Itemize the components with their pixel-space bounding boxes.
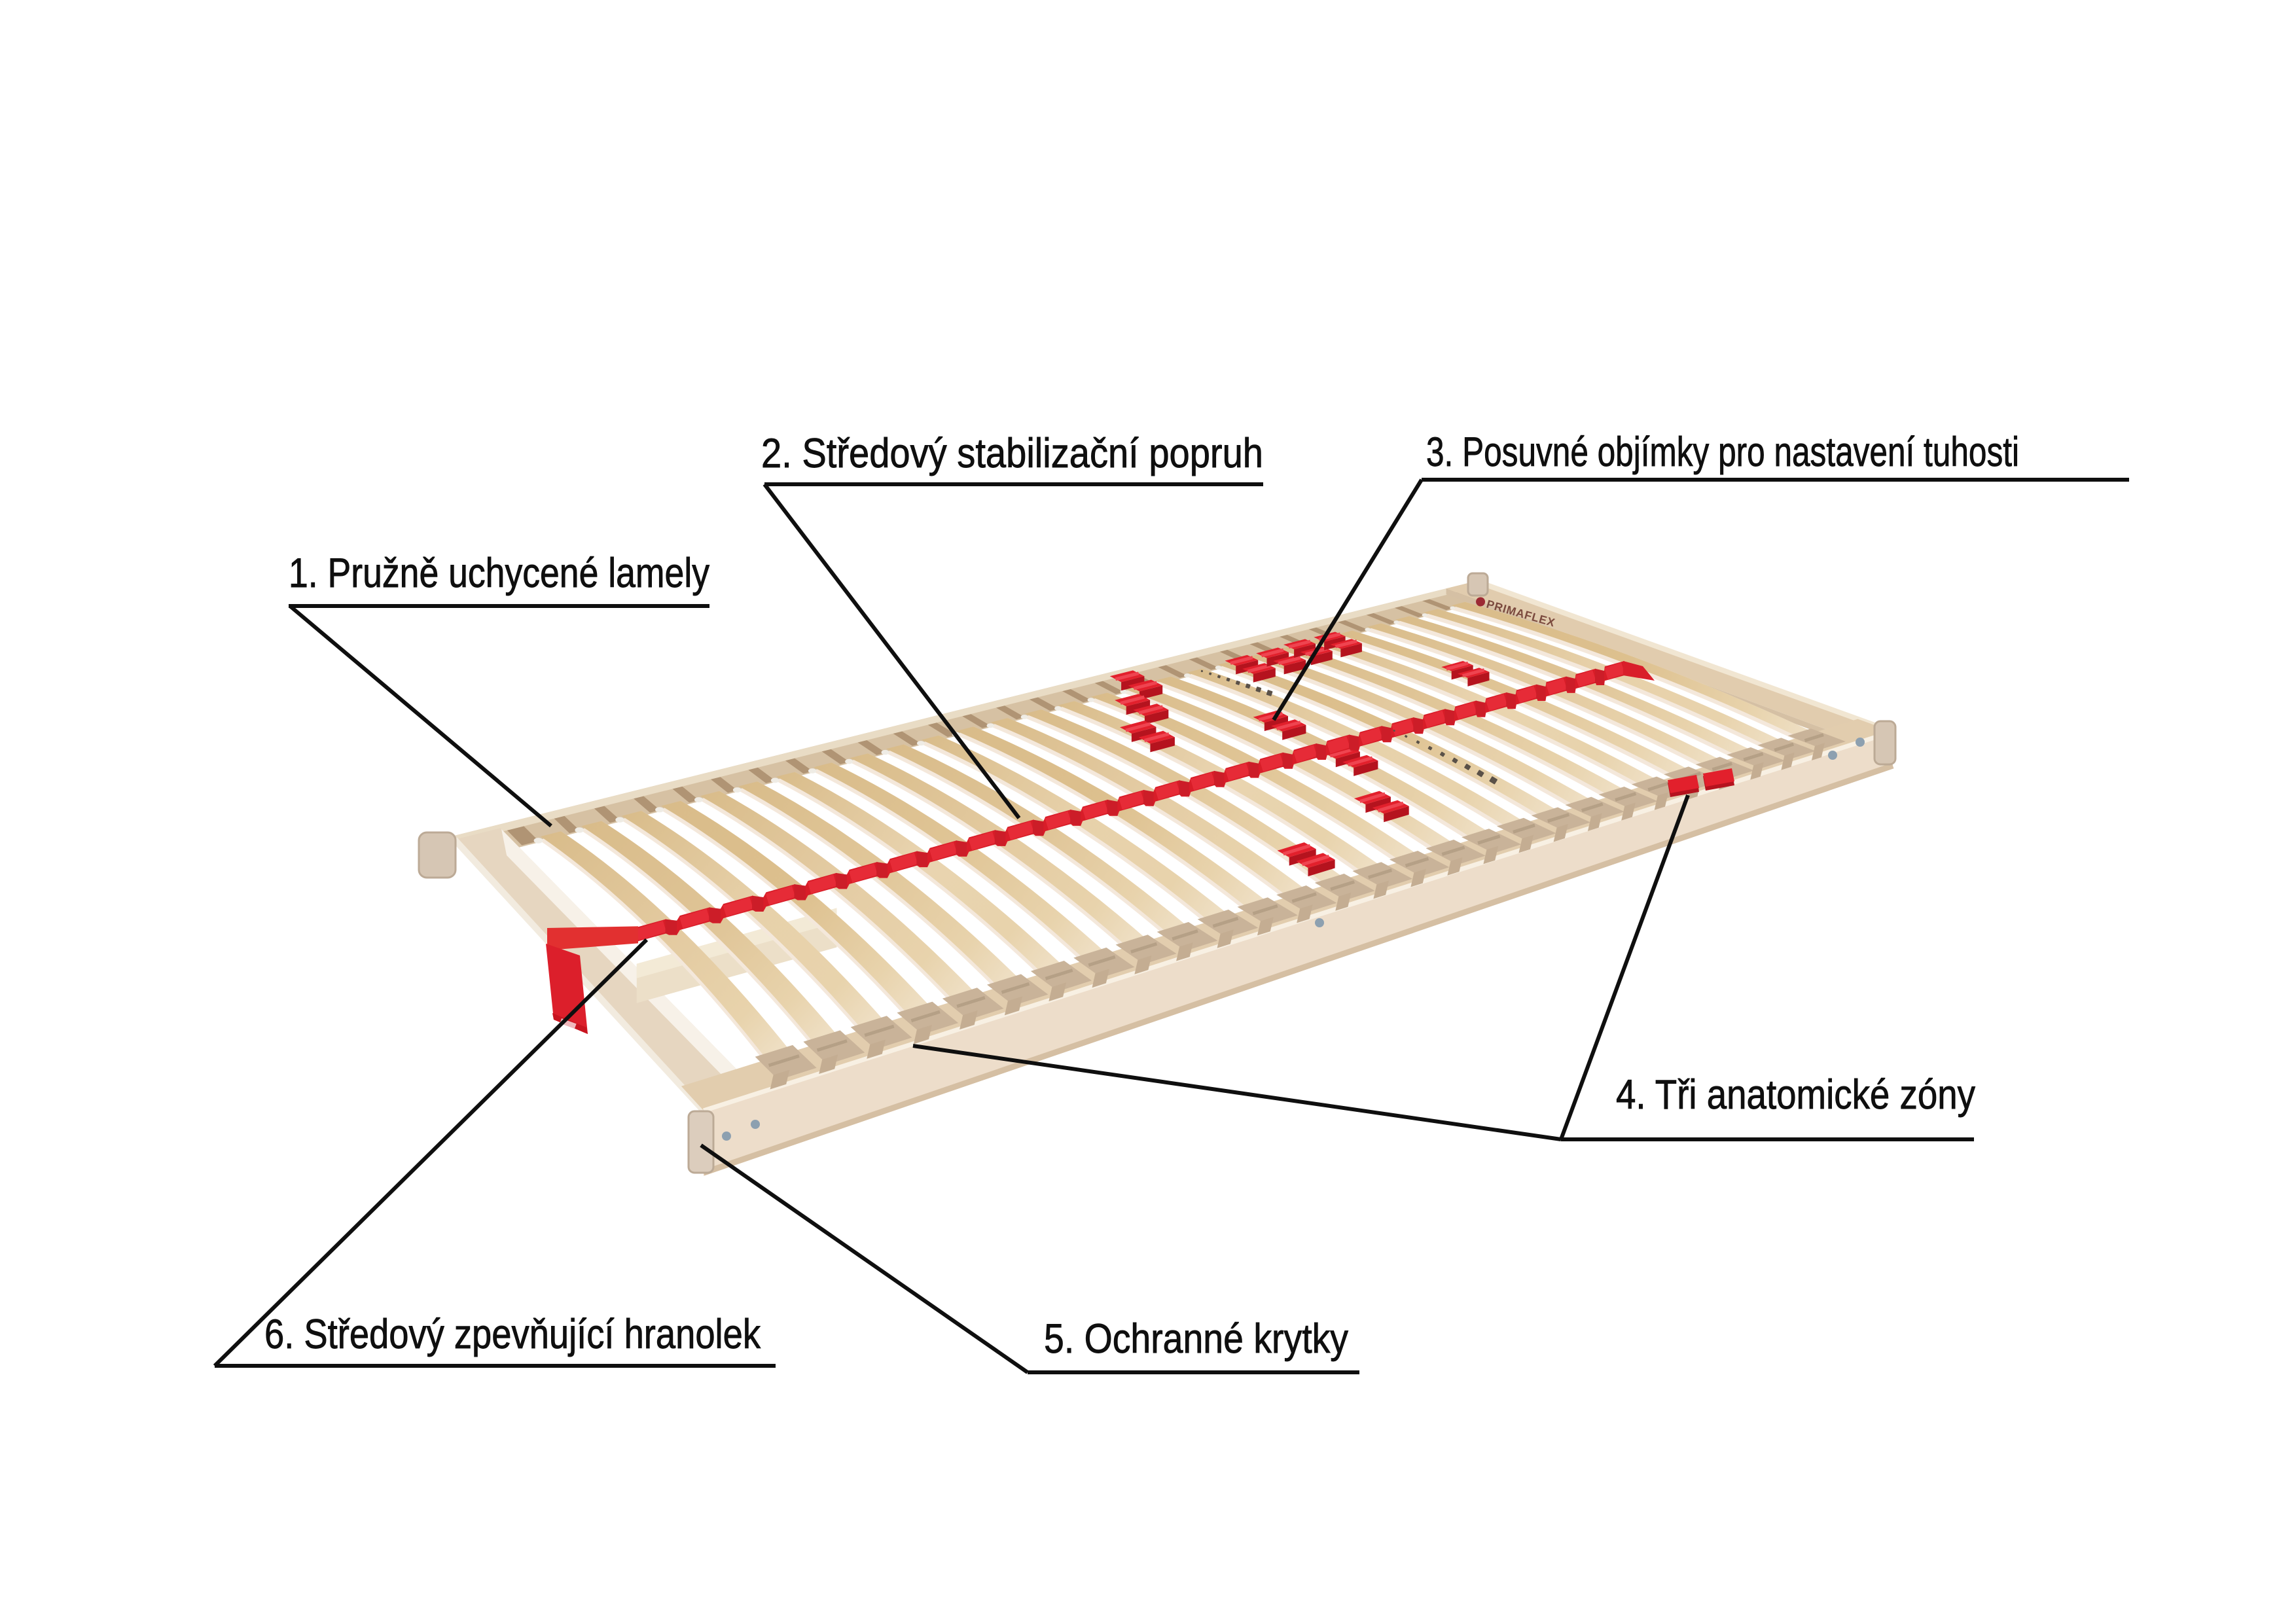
svg-text:6. Středový zpevňující hranole: 6. Středový zpevňující hranolek	[264, 1311, 761, 1357]
svg-text:5. Ochranné krytky: 5. Ochranné krytky	[1044, 1316, 1348, 1362]
svg-text:3. Posuvné objímky pro nastave: 3. Posuvné objímky pro nastavení tuhosti	[1426, 429, 2019, 475]
svg-text:1. Pružně uchycené lamely: 1. Pružně uchycené lamely	[289, 550, 709, 596]
svg-text:4. Tři anatomické zóny: 4. Tři anatomické zóny	[1616, 1072, 1975, 1118]
svg-text:2. Středový stabilizační popr: 2. Středový stabilizační popruh	[761, 431, 1263, 476]
